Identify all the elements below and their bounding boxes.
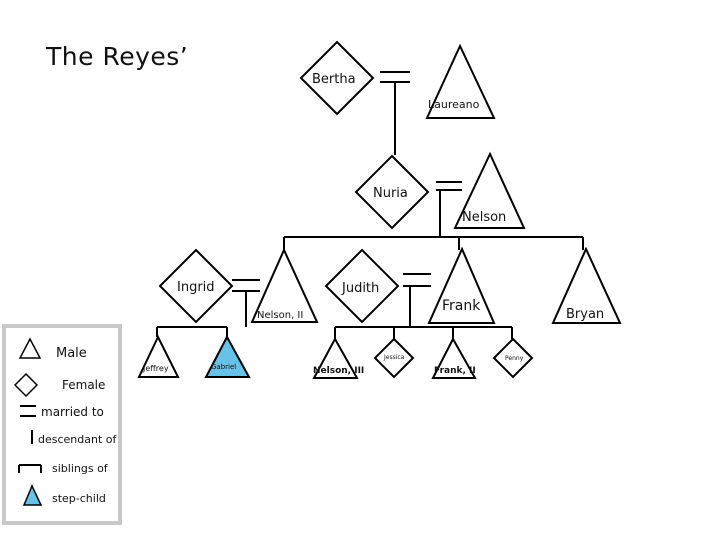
male-legend-icon	[18, 337, 42, 359]
legend-male-label: Male	[56, 346, 87, 361]
frank-ii-label: Frank, II	[434, 366, 476, 376]
jessica-label: Jessica	[383, 354, 405, 361]
person-labels: Bertha Laureano Nuria Nelson Ingrid Nels…	[142, 72, 604, 376]
laureano-triangle	[425, 43, 496, 119]
legend-siblings-label: siblings of	[52, 462, 109, 475]
frank-ii-triangle	[431, 336, 477, 379]
nuria-label: Nuria	[373, 186, 408, 201]
legend-stepchild-label: step-child	[52, 492, 106, 505]
female-legend-icon	[13, 372, 39, 398]
nelson-ii-triangle	[250, 247, 319, 323]
judith-label: Judith	[341, 281, 379, 296]
jeffrey-label: Jeffrey	[142, 364, 169, 373]
nelson-ii-label: Nelson, II	[257, 310, 303, 321]
gabriel-triangle	[204, 334, 251, 378]
diagram-title: The Reyes’	[46, 42, 189, 71]
legend-married-label: married to	[41, 405, 104, 419]
legend-graphic: Male Female married to descendant of sib…	[13, 337, 118, 506]
penny-label: Penny	[505, 355, 524, 362]
nelson-triangle	[453, 151, 526, 229]
laureano-label: Laureano	[428, 98, 480, 111]
ingrid-label: Ingrid	[177, 280, 215, 295]
nelson-iii-triangle	[312, 336, 359, 379]
nuria-diamond	[354, 154, 430, 230]
nelson-label: Nelson	[462, 210, 506, 225]
person-shapes	[137, 40, 622, 379]
jeffrey-triangle	[137, 334, 180, 378]
bertha-label: Bertha	[312, 72, 356, 87]
connector-lines	[156, 71, 584, 339]
judith-diamond	[324, 248, 400, 324]
bryan-label: Bryan	[566, 307, 604, 322]
legend-descendant-label: descendant of	[38, 433, 118, 446]
penny-diamond	[492, 337, 534, 379]
bryan-triangle	[551, 246, 622, 324]
legend-female-label: Female	[62, 378, 105, 392]
jessica-diamond	[373, 337, 415, 379]
gabriel-label: Gabriel	[211, 363, 236, 371]
frank-label: Frank	[442, 298, 481, 314]
bertha-diamond	[299, 40, 375, 116]
nelson-iii-label: Nelson, III	[313, 366, 364, 376]
stepchild-legend-icon	[22, 484, 43, 506]
legend-box: Male Female married to descendant of sib…	[2, 324, 122, 525]
ingrid-diamond	[158, 248, 234, 324]
frank-triangle	[427, 246, 496, 324]
